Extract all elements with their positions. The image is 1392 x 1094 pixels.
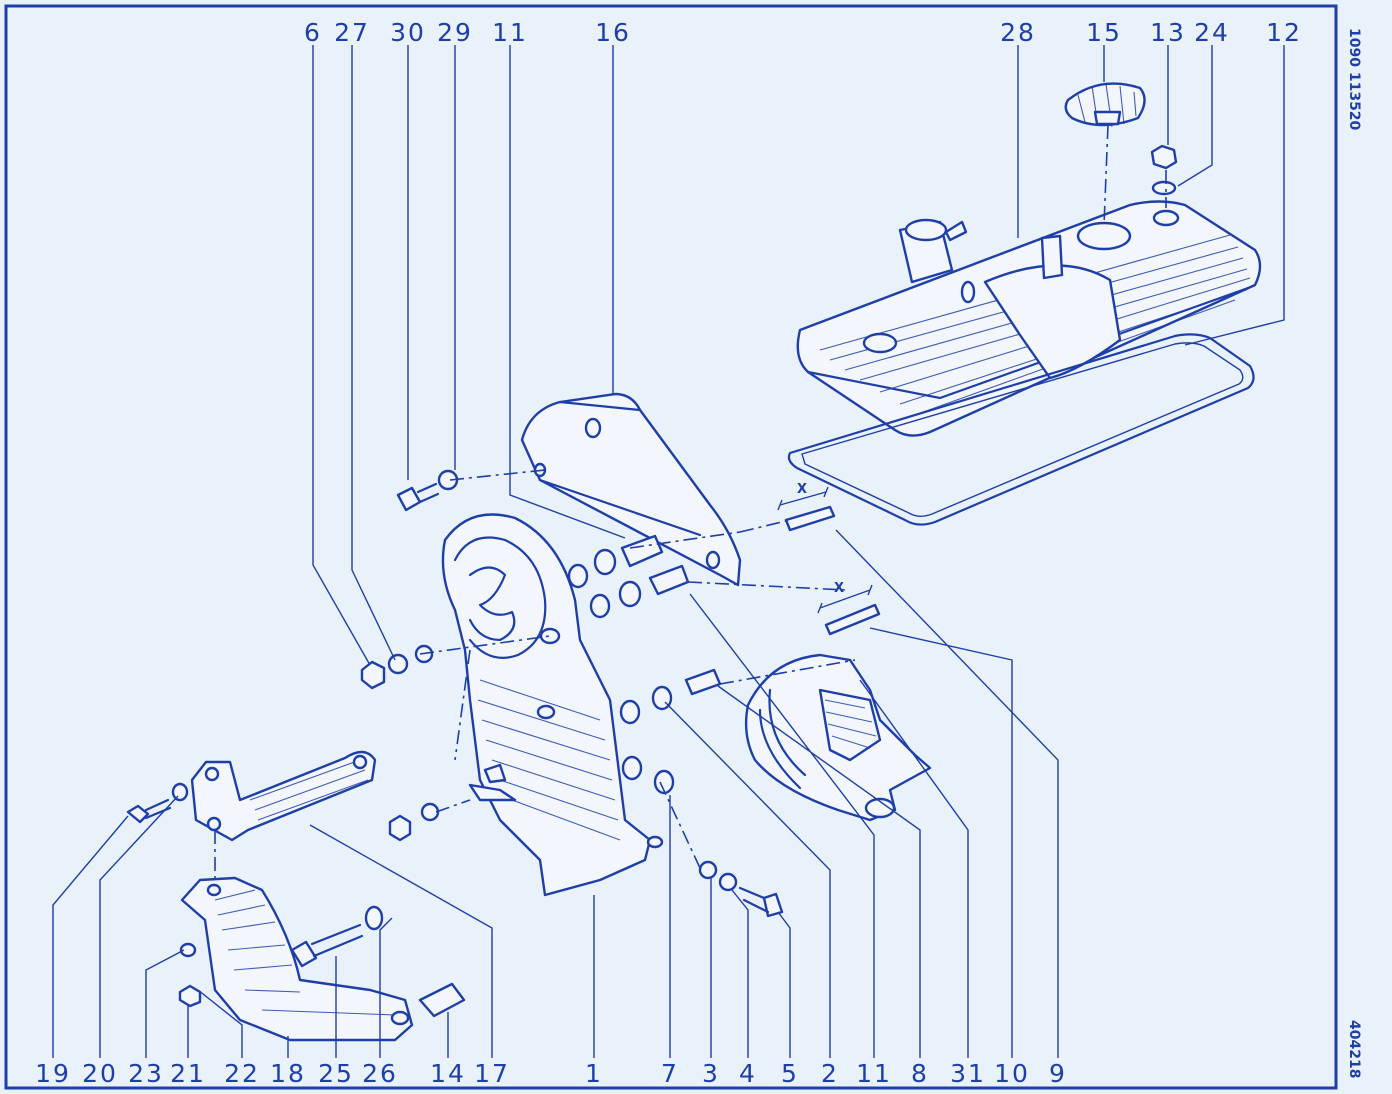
callout-8: 8 [911, 1059, 929, 1088]
callout-19: 19 [35, 1059, 71, 1088]
callout-20: 20 [82, 1059, 118, 1088]
callout-16: 16 [595, 18, 631, 47]
callout-12: 12 [1266, 18, 1302, 47]
callout-13: 13 [1150, 18, 1186, 47]
callout-11: 11 [856, 1059, 892, 1088]
callout-5: 5 [781, 1059, 799, 1088]
callouts-top: 6 27 30 29 11 16 28 15 13 24 12 [304, 18, 1302, 47]
timing-belt-cover [441, 513, 664, 897]
leader-lines [52, 45, 1285, 1058]
callout-1: 1 [585, 1059, 603, 1088]
assembly-centerlines [214, 124, 1167, 880]
callout-14: 14 [430, 1059, 466, 1088]
callout-7: 7 [661, 1059, 679, 1088]
callout-17: 17 [474, 1059, 510, 1088]
upper-belt-guard [520, 392, 742, 587]
side-code-top: 1090 113520 [1346, 28, 1362, 131]
mount-bracket-upper [190, 750, 377, 842]
rocker-cover [796, 200, 1262, 437]
cover-nut-and-washer [1150, 144, 1178, 196]
stud-upper [777, 486, 836, 532]
stud-lower [817, 584, 881, 636]
callout-3: 3 [702, 1059, 720, 1088]
callout-27: 27 [334, 18, 370, 47]
callout-28: 28 [1000, 18, 1036, 47]
callout-31: 31 [950, 1059, 986, 1088]
callout-4: 4 [739, 1059, 757, 1088]
callout-24: 24 [1194, 18, 1230, 47]
diagram-frame [4, 4, 1338, 1090]
dimension-x-upper: X [797, 482, 807, 497]
dimension-x-lower: X [834, 581, 844, 596]
callout-10: 10 [994, 1059, 1030, 1088]
fasteners [126, 469, 784, 1018]
rocker-cover-gasket [787, 333, 1255, 526]
callout-22: 22 [224, 1059, 260, 1088]
callout-29: 29 [437, 18, 473, 47]
filler-cap [1064, 82, 1146, 128]
callout-9: 9 [1049, 1059, 1067, 1088]
callout-11: 11 [492, 18, 528, 47]
callout-6: 6 [304, 18, 322, 47]
rear-guard-plate [744, 653, 932, 822]
callout-23: 23 [128, 1059, 164, 1088]
callout-21: 21 [170, 1059, 206, 1088]
side-code-bottom: 404218 [1346, 1020, 1362, 1078]
mount-bracket-lower [180, 876, 414, 1042]
callout-15: 15 [1086, 18, 1122, 47]
callout-26: 26 [362, 1059, 398, 1088]
callout-18: 18 [270, 1059, 306, 1088]
callout-30: 30 [390, 18, 426, 47]
callout-2: 2 [821, 1059, 839, 1088]
callout-25: 25 [318, 1059, 354, 1088]
